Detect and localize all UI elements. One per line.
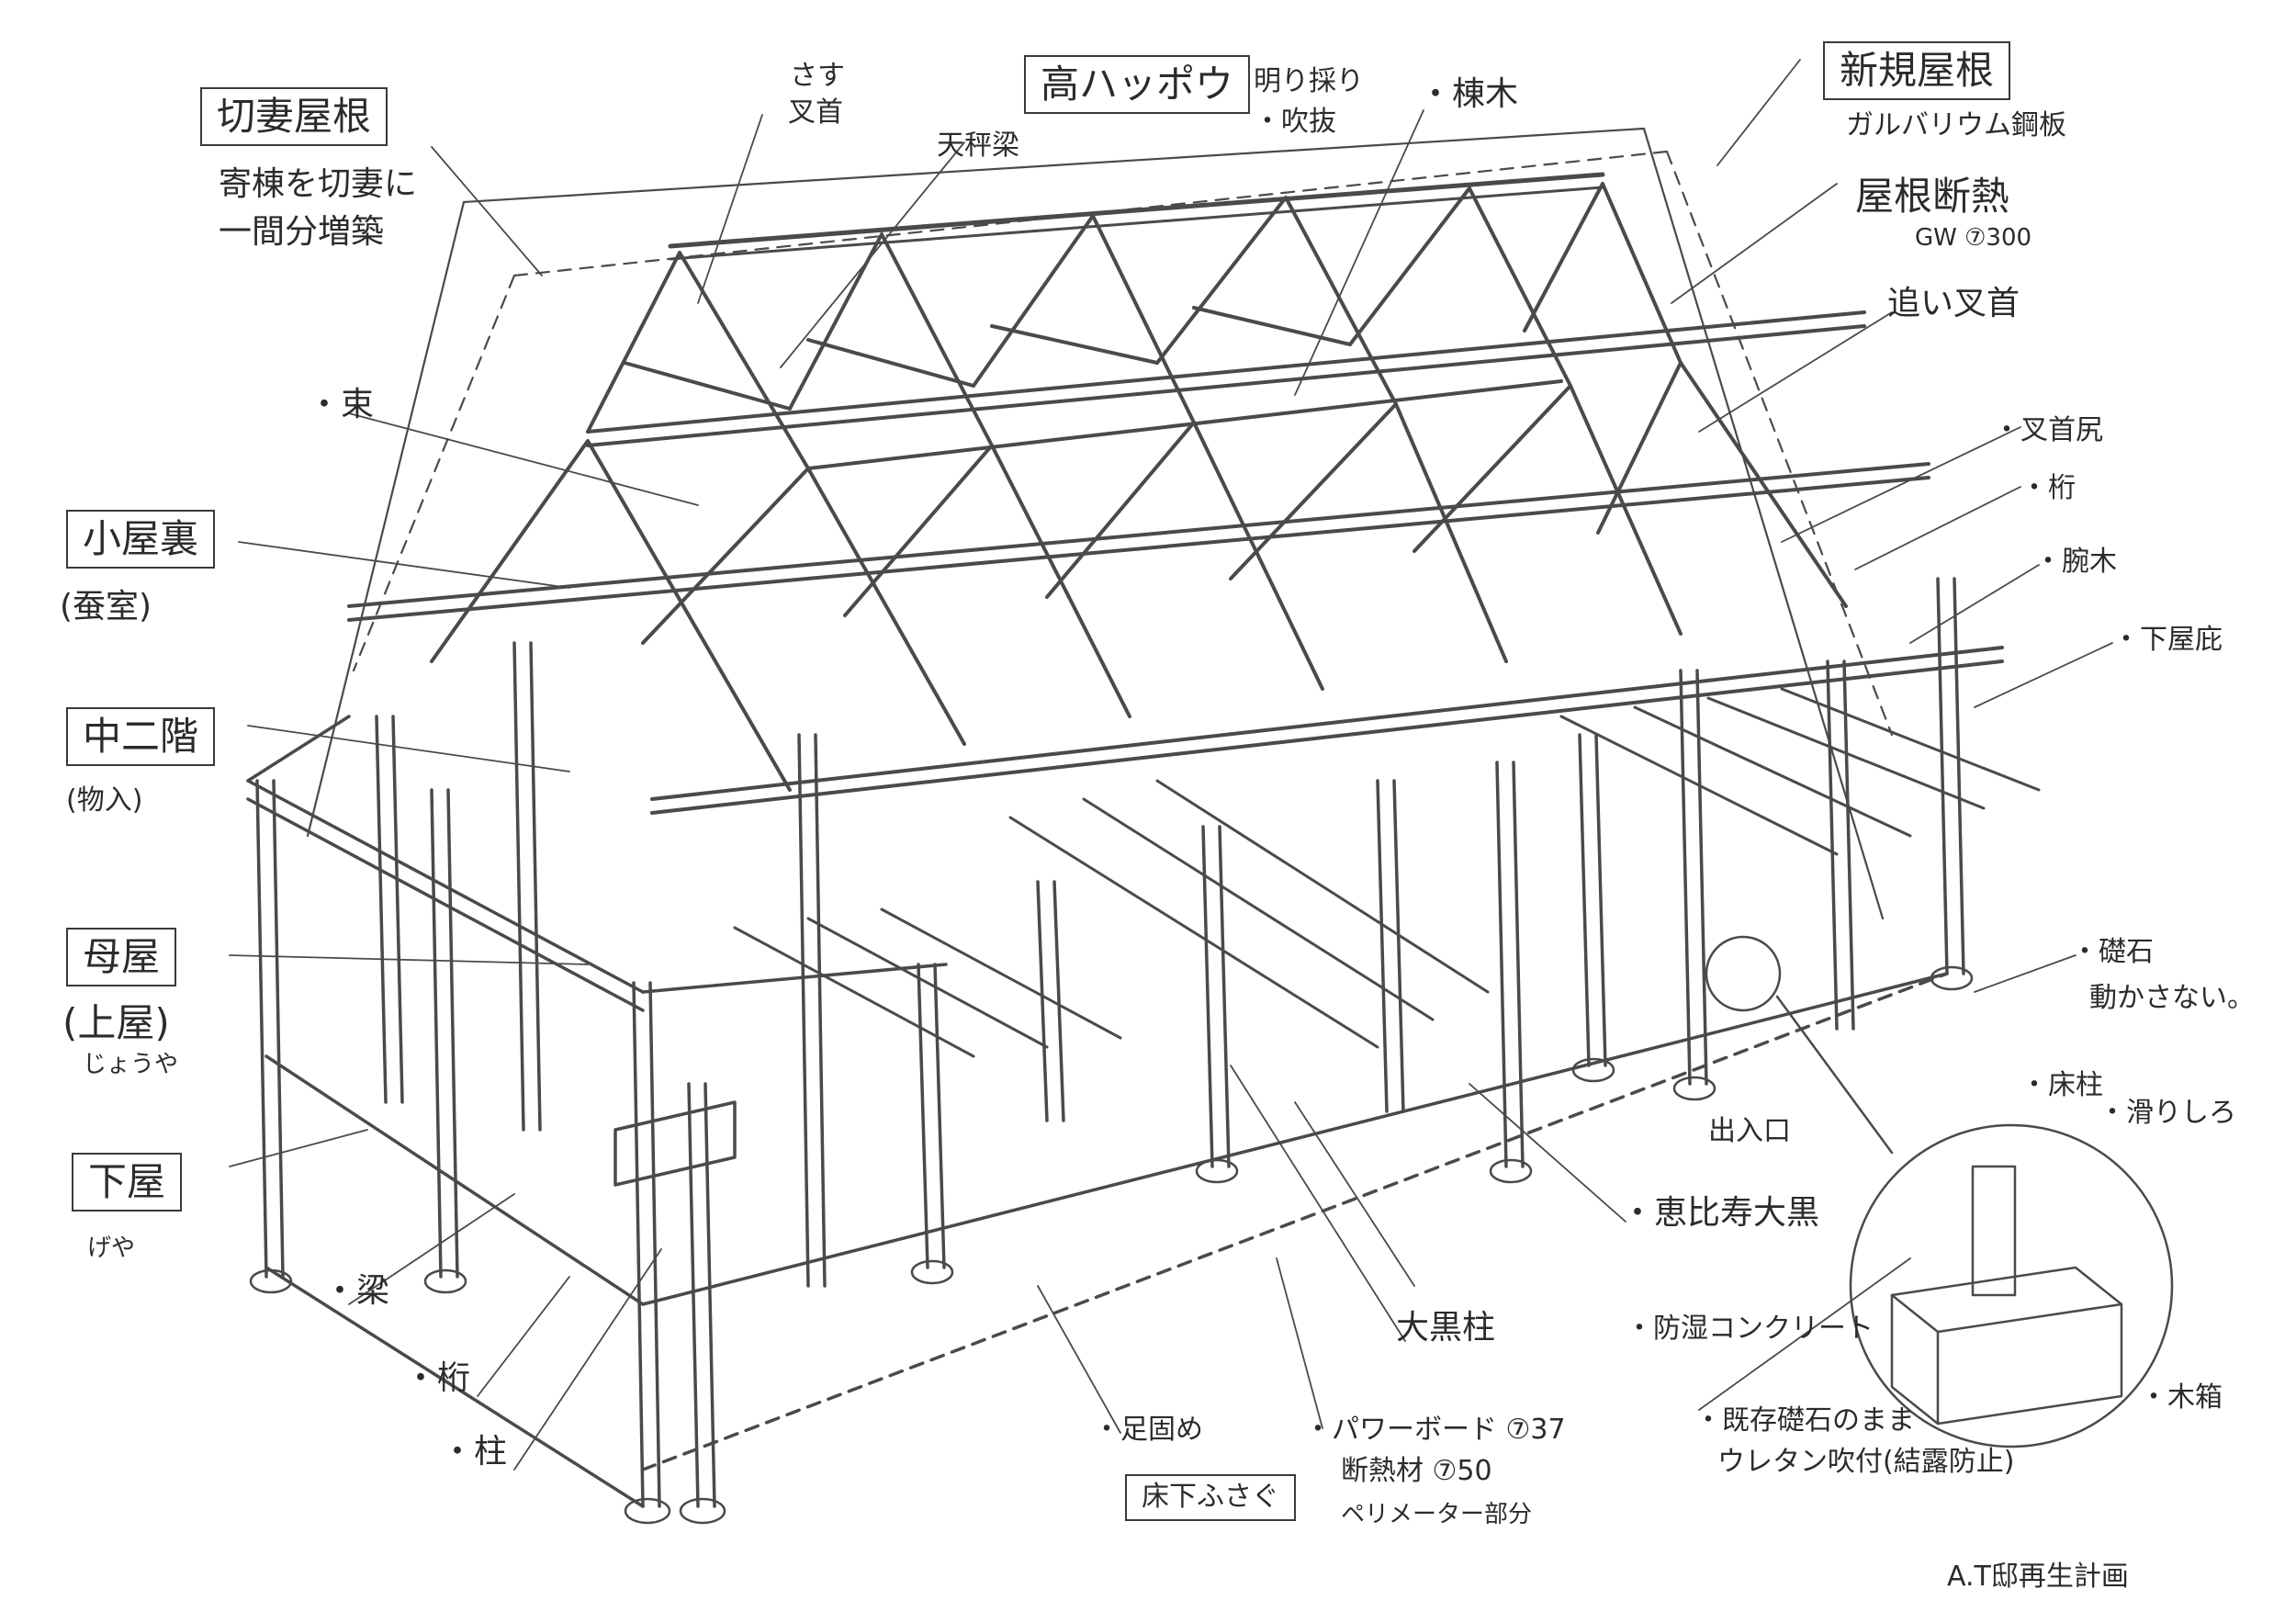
label-udegi: ・腕木 xyxy=(2034,546,2117,578)
label-munagi: ・棟木 xyxy=(1419,75,1519,113)
label-soseki: ・礎石 xyxy=(2071,936,2154,968)
label-sasu-kanji: 叉首 xyxy=(788,96,843,129)
label-sasujiri: ・叉首尻 xyxy=(1993,414,2103,446)
leader-lines xyxy=(229,59,2113,1471)
label-tokobashira: ・床柱 xyxy=(2020,1069,2103,1101)
label-ugokasanai: 動かさない。 xyxy=(2089,982,2255,1014)
label-hari: ・梁 xyxy=(323,1272,390,1310)
label-keta-left: ・桁 xyxy=(404,1359,471,1397)
label-dannetsu-zai: 断熱材 ⑦50 xyxy=(1341,1455,1492,1487)
label-tsuka: ・束 xyxy=(308,386,375,423)
label-kirizuma-note1: 寄棟を切妻に xyxy=(219,165,418,203)
label-takahappou: 高ハッポウ xyxy=(1024,55,1251,115)
foundation-stones xyxy=(249,965,1974,1525)
label-roof-insulation: 屋根断熱 xyxy=(1855,174,2010,219)
label-new-roof: 新規屋根 xyxy=(1823,41,2011,101)
label-fukinuke: ・吹抜 xyxy=(1254,106,1336,138)
label-geya: げや xyxy=(87,1234,136,1262)
lower-a-frames xyxy=(430,361,1848,792)
posts xyxy=(255,577,1965,1508)
label-monoire: (物入) xyxy=(66,784,143,817)
upper-beams xyxy=(347,310,2004,815)
label-oi-sasu: 追い叉首 xyxy=(1887,285,2020,322)
label-suberishiro: ・滑りしろ xyxy=(2099,1097,2236,1129)
label-kibako: ・木箱 xyxy=(2140,1381,2223,1414)
label-joya: (上屋) xyxy=(62,1000,170,1045)
label-perimeter: ペリメーター部分 xyxy=(1341,1501,1533,1528)
label-tenbinbari: 天秤梁 xyxy=(937,130,1019,162)
label-entrance: 出入口 xyxy=(1708,1115,1791,1147)
detail-circle xyxy=(1705,935,2174,1448)
label-uretan: ウレタン吹付(結露防止) xyxy=(1717,1446,2015,1478)
label-shitaya-hisashi: ・下屋庇 xyxy=(2112,624,2223,656)
lower-frame xyxy=(246,715,1949,1508)
label-kizon-soseki: ・既存礎石のまま xyxy=(1694,1404,1915,1437)
label-galvalume: ガルバリウム鋼板 xyxy=(1846,109,2066,141)
label-sanshitsu: (蚕室) xyxy=(60,588,152,626)
label-signature: A.T邸再生計画 xyxy=(1947,1561,2129,1593)
label-kirizuma-roof: 切妻屋根 xyxy=(200,87,388,147)
label-shitaya: 下屋 xyxy=(72,1153,183,1212)
label-daikoku-bashira: 大黒柱 xyxy=(1396,1309,1496,1347)
label-sasu: さす xyxy=(790,60,845,92)
label-hashira: ・柱 xyxy=(441,1433,508,1471)
label-keta-right: ・桁 xyxy=(2020,472,2076,504)
label-ebisu-daikoku: ・恵比寿大黒 xyxy=(1621,1194,1820,1232)
label-koyaura: 小屋裏 xyxy=(66,510,216,569)
label-ashigatame: ・足固め xyxy=(1093,1414,1203,1446)
label-omoya: 母屋 xyxy=(66,928,177,987)
label-yukashita: 床下ふさぐ xyxy=(1125,1474,1296,1521)
label-bousitsu-concrete: ・防湿コンクリート xyxy=(1626,1313,1874,1345)
label-gw: GW ⑦300 xyxy=(1915,224,2032,252)
label-joya-kana: じょうや xyxy=(83,1051,179,1078)
label-power-board: ・パワーボード ⑦37 xyxy=(1304,1414,1566,1446)
label-naka2kai: 中二階 xyxy=(66,707,216,767)
roof-envelope xyxy=(306,127,1894,920)
label-akaritori: 明り採り xyxy=(1254,65,1364,97)
upper-a-frames xyxy=(586,182,1683,470)
ridge-beam xyxy=(668,172,1605,261)
rafters xyxy=(733,687,2041,1058)
label-kirizuma-note2: 一間分増築 xyxy=(219,213,385,251)
